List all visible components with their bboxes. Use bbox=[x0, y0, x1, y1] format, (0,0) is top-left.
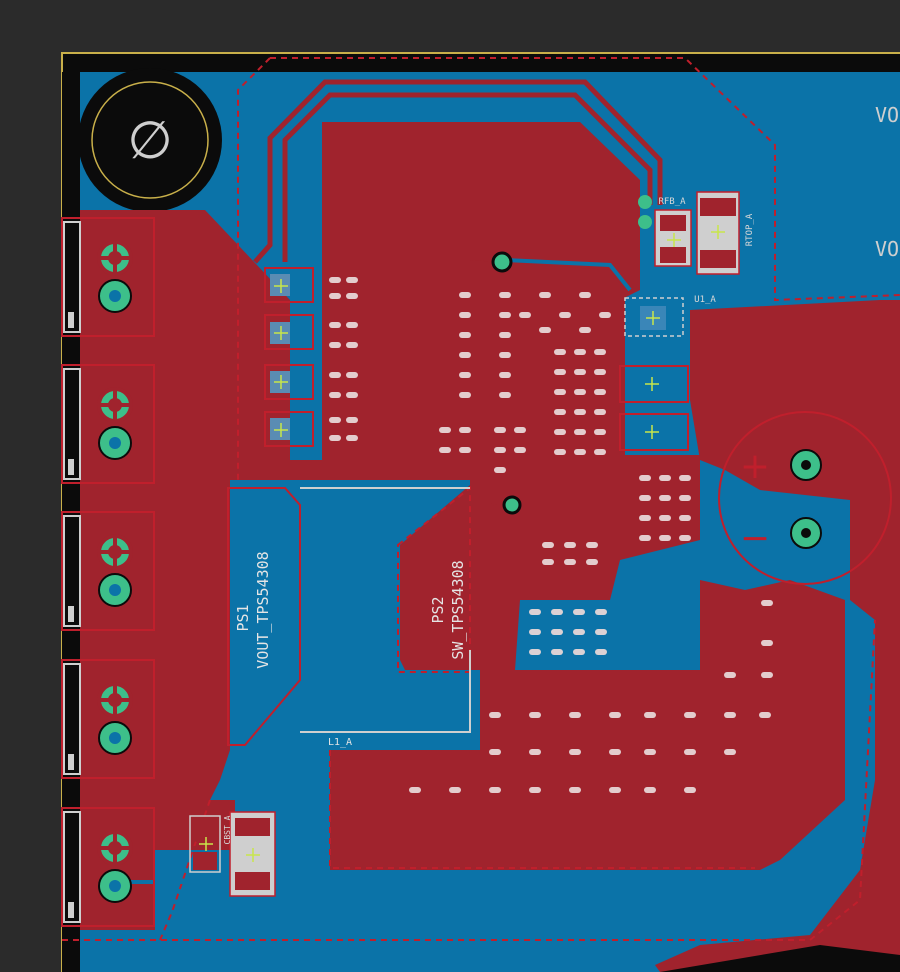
via-stitching-group bbox=[329, 277, 773, 793]
zone-outline-lower bbox=[159, 750, 755, 941]
cap-drill-plus bbox=[801, 460, 811, 470]
ps1-courtyard bbox=[227, 487, 301, 746]
bt-pad-2 bbox=[193, 852, 217, 870]
sense-via-top[interactable] bbox=[491, 251, 513, 273]
rfb-via-2[interactable] bbox=[638, 215, 652, 229]
rfb-pad-1 bbox=[660, 215, 686, 231]
bt-footprint[interactable] bbox=[189, 815, 221, 873]
u1-ref-label: U1_A bbox=[694, 295, 716, 305]
terminal-block-j4[interactable] bbox=[61, 659, 155, 779]
trace-bottom-via bbox=[504, 258, 632, 292]
rfb-ref-label: RFB_A bbox=[658, 197, 686, 207]
ps2-value-label: SW_TPS54308 bbox=[449, 560, 467, 659]
cap-drill-minus bbox=[801, 528, 811, 538]
trace-vout-feedback-2 bbox=[282, 92, 653, 262]
trace-vout-feedback bbox=[253, 79, 663, 264]
zone-outline-main bbox=[62, 57, 900, 941]
rfb-pad-2 bbox=[660, 247, 686, 263]
top-copper-gnd-pour bbox=[330, 580, 845, 870]
cbst-ref-label: CBST_A bbox=[223, 815, 232, 844]
ps1-value-label: VOUT_TPS54308 bbox=[254, 551, 272, 668]
board-cutout bbox=[660, 945, 900, 972]
trace-sense bbox=[482, 260, 504, 507]
cap-c1[interactable] bbox=[619, 365, 689, 403]
top-copper-right-pour bbox=[655, 300, 900, 972]
sense-via-bottom[interactable] bbox=[502, 495, 522, 515]
ps2-ref-label: PS2 bbox=[429, 596, 447, 623]
cbst-pad-2 bbox=[235, 872, 270, 890]
cbst-pad-1 bbox=[235, 818, 270, 836]
vout-label-top: VO bbox=[875, 103, 899, 127]
terminal-block-j5[interactable] bbox=[61, 807, 155, 927]
terminal-block-j3[interactable] bbox=[61, 511, 155, 631]
rtop-pad-1 bbox=[700, 198, 736, 216]
vout-label-mid: VO bbox=[875, 237, 899, 261]
terminal-block-j2[interactable] bbox=[61, 364, 155, 484]
left-edge-strip bbox=[62, 72, 80, 972]
rtop-ref-label: RTOP_A bbox=[745, 213, 755, 246]
top-copper-vin-pour bbox=[470, 260, 700, 670]
cap-plus-sign: + bbox=[740, 446, 770, 487]
bt-pad-1 bbox=[193, 820, 217, 838]
u1-footprint[interactable] bbox=[624, 297, 684, 337]
cap-minus-sign: − bbox=[740, 518, 770, 559]
ps1-ref-label: PS1 bbox=[234, 604, 252, 631]
rfb-via[interactable] bbox=[638, 195, 652, 209]
top-copper-sw-pour bbox=[400, 485, 470, 670]
component-origin-marks bbox=[199, 225, 725, 862]
l1-ref-label: L1_A bbox=[328, 737, 352, 748]
rtop-pad-2 bbox=[700, 250, 736, 268]
terminal-block-group bbox=[61, 217, 155, 927]
terminal-block-j1[interactable] bbox=[61, 217, 155, 337]
cap-c2[interactable] bbox=[619, 413, 689, 451]
mount-symbol: ∅ bbox=[127, 111, 172, 171]
inductor-silkscreen bbox=[300, 487, 471, 733]
mounting-hole[interactable] bbox=[91, 81, 209, 199]
electrolytic-capacitor[interactable] bbox=[718, 411, 892, 585]
